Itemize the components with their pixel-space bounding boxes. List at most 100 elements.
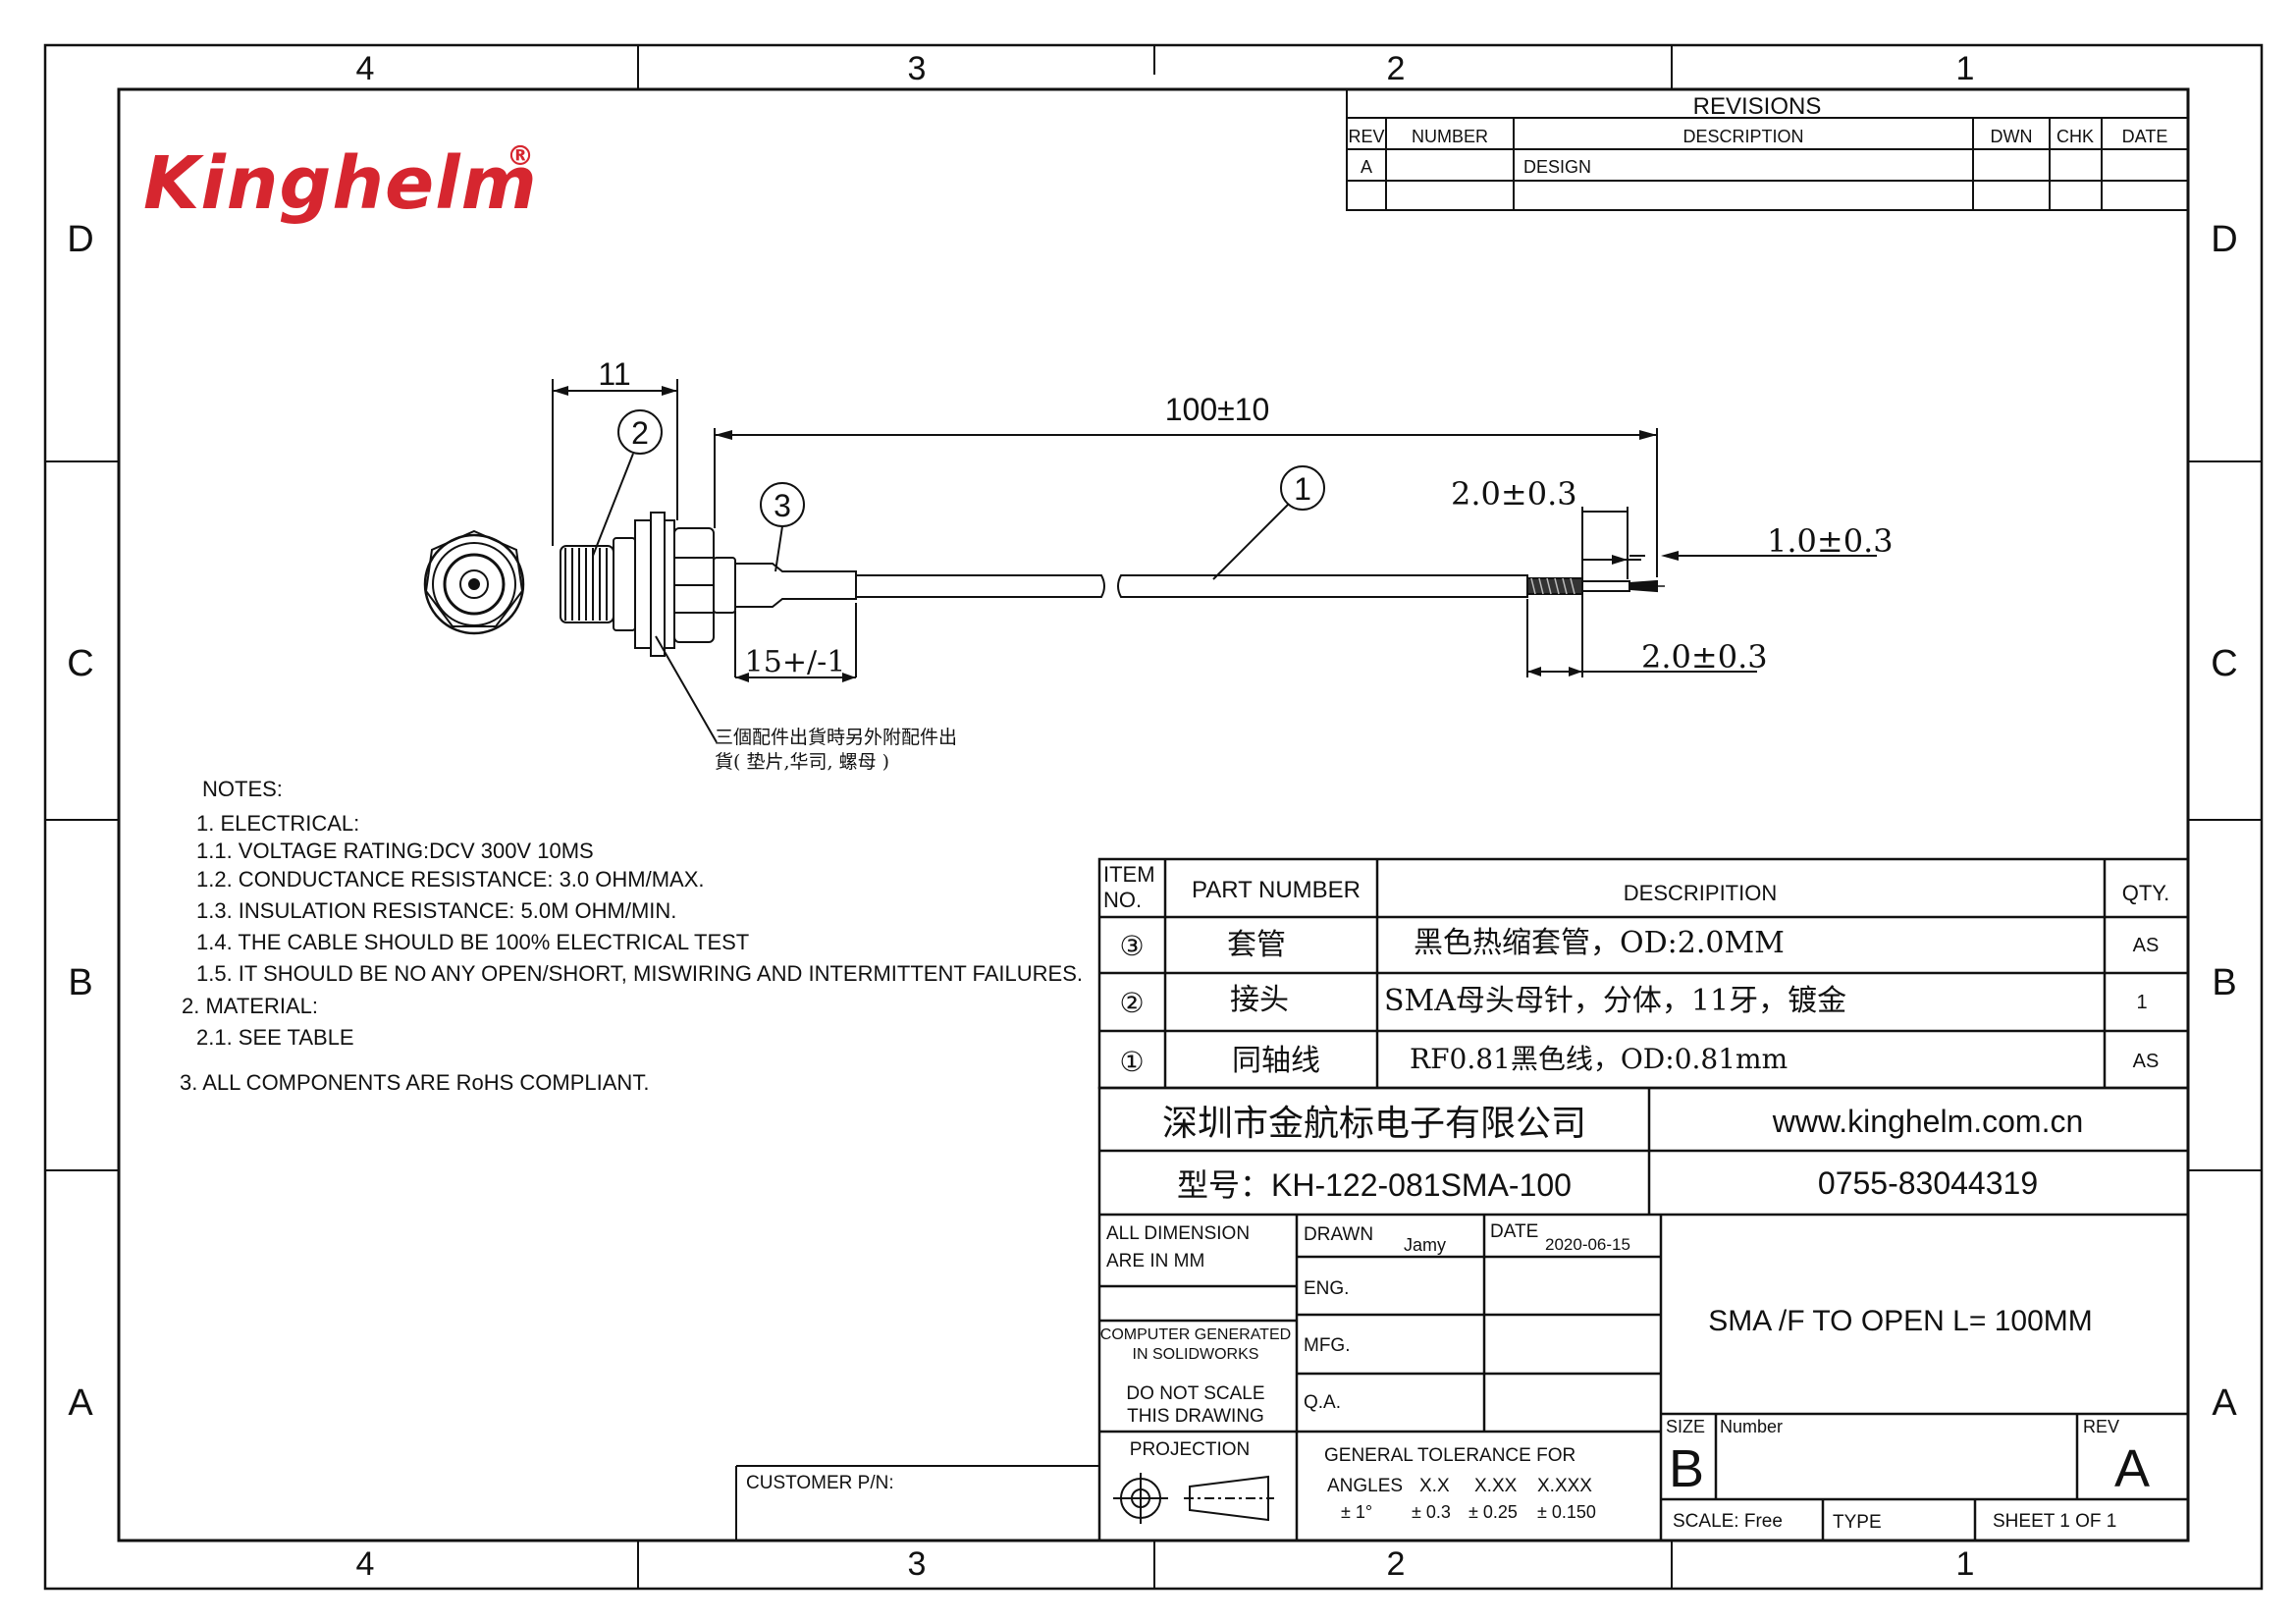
tolerance-angle-value: ± 1° [1341, 1502, 1372, 1522]
dimension-strip-c: 2.0±0.3 [1641, 638, 1768, 676]
accessory-note-line-2: 貨( 垫片,华司, 螺母 ) [715, 751, 889, 773]
tolerance-value-xx: ± 0.25 [1468, 1502, 1518, 1522]
bom-row-part: 同轴线 [1232, 1044, 1320, 1078]
note-line: 1.3. INSULATION RESISTANCE: 5.0M OHM/MIN… [196, 898, 676, 923]
drawing-title: SMA /F TO OPEN L= 100MM [1708, 1305, 2093, 1337]
mfg-label: MFG. [1304, 1335, 1351, 1356]
balloons [592, 409, 1325, 743]
customer-pn-label: CUSTOMER P/N: [746, 1473, 894, 1493]
dimension-strip-a: 2.0±0.3 [1451, 475, 1577, 513]
tolerance-angles: ANGLES [1327, 1476, 1403, 1496]
connector-thread [564, 548, 608, 621]
connector-side-view [560, 512, 736, 657]
dimension-15: 15+/-1 [745, 645, 846, 679]
drawn-label: DRAWN [1304, 1224, 1373, 1245]
bom-header-desc: DESCRIPITION [1624, 881, 1777, 905]
size-label: SIZE [1666, 1417, 1705, 1436]
computer-generated-line-1: COMPUTER GENERATED [1100, 1326, 1291, 1343]
bom-row-desc: 黑色热缩套管，OD:2.0MM [1414, 926, 1785, 960]
bom-row-part: 接头 [1230, 983, 1289, 1017]
note-line: 1.5. IT SHOULD BE NO ANY OPEN/SHORT, MIS… [196, 961, 1083, 986]
zone-row-a-right: A [2212, 1382, 2237, 1424]
zone-row-d-left: D [67, 219, 93, 260]
zone-col-3-top: 3 [908, 50, 927, 87]
computer-generated-line-2: IN SOLIDWORKS [1133, 1346, 1259, 1363]
dimension-lines [552, 379, 1877, 678]
zone-row-d-right: D [2211, 219, 2237, 260]
revisions-table [1346, 88, 2189, 211]
note-line: 1.1. VOLTAGE RATING:DCV 300V 10MS [196, 839, 594, 863]
units-note-line-1: ALL DIMENSION [1106, 1223, 1250, 1244]
zone-row-b-right: B [2212, 962, 2236, 1003]
zone-col-4-bottom: 4 [356, 1545, 375, 1583]
rev-value: A [2114, 1439, 2150, 1498]
bom-header-part: PART NUMBER [1192, 877, 1361, 903]
zone-col-2-top: 2 [1387, 50, 1406, 87]
bom-row-qty: 1 [2136, 992, 2147, 1013]
sheet-label: SHEET 1 OF 1 [1993, 1511, 2116, 1532]
customer-box [735, 1465, 1099, 1541]
rev-header-chk: CHK [2056, 127, 2094, 146]
bom-row-item: ① [1119, 1047, 1144, 1077]
bom-table [1097, 857, 2190, 1090]
logo-wordmark: Kinghelm [143, 141, 538, 226]
logo-registered-mark: ® [507, 139, 534, 172]
tolerance-value-x: ± 0.3 [1412, 1502, 1451, 1522]
no-scale-line-2: THIS DRAWING [1127, 1406, 1264, 1427]
note-line: 1. ELECTRICAL: [196, 811, 359, 836]
company-name: 深圳市金航标电子有限公司 [1162, 1104, 1586, 1144]
bom-row-item: ③ [1119, 931, 1144, 961]
cable-assembly [734, 563, 1665, 608]
number-label: Number [1720, 1417, 1783, 1436]
bom-header-qty: QTY. [2122, 881, 2170, 905]
zone-row-b-left: B [68, 962, 92, 1003]
units-note-line-2: ARE IN MM [1106, 1251, 1204, 1271]
eng-label: ENG. [1304, 1278, 1349, 1299]
rev-header-date: DATE [2122, 127, 2168, 146]
tolerance-value-xxx: ± 0.150 [1537, 1502, 1596, 1522]
bom-row-desc: RF0.81黑色线，OD:0.81mm [1410, 1043, 1788, 1075]
balloon-1-label: 1 [1294, 471, 1311, 507]
note-line: 3. ALL COMPONENTS ARE RoHS COMPLIANT. [180, 1070, 649, 1095]
tolerance-title: GENERAL TOLERANCE FOR [1324, 1445, 1575, 1466]
tolerance-header-x: X.X [1419, 1476, 1450, 1496]
rev-label: REV [2083, 1417, 2119, 1436]
notes-title: NOTES: [202, 777, 283, 801]
model-number: 型号：KH-122-081SMA-100 [1177, 1167, 1572, 1203]
rev-row-rev: A [1361, 157, 1372, 177]
dimension-strip-b: 1.0±0.3 [1767, 522, 1894, 560]
zone-col-3-bottom: 3 [908, 1545, 927, 1583]
zone-row-c-right: C [2211, 643, 2237, 684]
zone-col-1-bottom: 1 [1956, 1545, 1975, 1583]
zone-row-c-left: C [67, 643, 93, 684]
zone-col-1-top: 1 [1956, 50, 1975, 87]
bom-row-item: ② [1119, 988, 1144, 1018]
bom-header-item: ITEM [1103, 862, 1155, 887]
scale-label: SCALE: Free [1673, 1511, 1783, 1532]
zone-col-2-bottom: 2 [1387, 1545, 1406, 1583]
accessory-note-line-1: 三個配件出貨時另外附配件出 [715, 727, 957, 748]
rev-row-description: DESIGN [1523, 157, 1591, 177]
projection-symbol-icon [1113, 1473, 1274, 1524]
bom-row-desc: SMA母头母针，分体，11牙，镀金 [1384, 984, 1846, 1018]
company-phone: 0755-83044319 [1818, 1165, 2038, 1201]
balloon-2-label: 2 [631, 415, 649, 451]
zone-col-4-top: 4 [356, 50, 375, 87]
title-block [1097, 1086, 2190, 1542]
note-line: 1.2. CONDUCTANCE RESISTANCE: 3.0 OHM/MAX… [196, 867, 705, 892]
rev-header-rev: REV [1348, 127, 1384, 146]
rev-header-dwn: DWN [1991, 127, 2033, 146]
notes-block: NOTES: 1. ELECTRICAL: 1.1. VOLTAGE RATIN… [180, 777, 1083, 1095]
bom-row-part: 套管 [1227, 928, 1286, 962]
drawn-value: Jamy [1404, 1235, 1446, 1255]
company-website: www.kinghelm.com.cn [1772, 1104, 2084, 1139]
date-label: DATE [1490, 1221, 1538, 1242]
dimension-11: 11 [598, 356, 630, 392]
revisions-title: REVISIONS [1693, 93, 1822, 120]
type-label: TYPE [1833, 1512, 1882, 1533]
connector-front-view [423, 529, 525, 635]
kinghelm-logo: Kinghelm ® [143, 139, 538, 226]
rev-header-description: DESCRIPTION [1682, 127, 1803, 146]
dimension-100: 100±10 [1165, 392, 1270, 427]
